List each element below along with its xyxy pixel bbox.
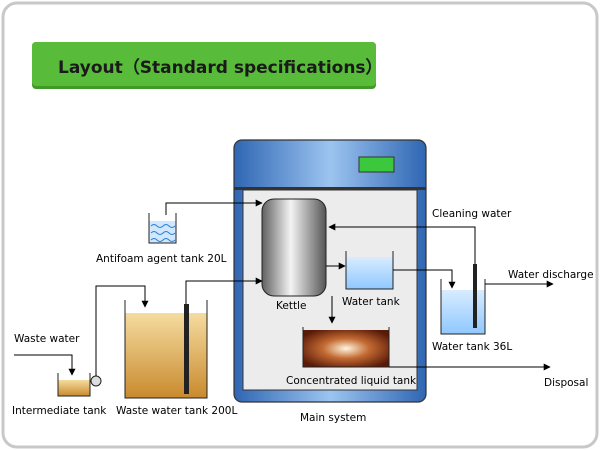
kettle: [261, 198, 327, 297]
label-waste-water: Waste water: [14, 333, 80, 345]
control-display: [358, 156, 395, 173]
label-water-tank-36l: Water tank 36L: [432, 341, 512, 353]
waste-water-tank: [124, 300, 208, 399]
inner-water-tank: [345, 251, 394, 290]
intermediate-tank: [57, 373, 102, 397]
pump-icon: [90, 375, 102, 387]
label-kettle: Kettle: [276, 300, 306, 312]
pipes: [14, 199, 554, 376]
label-main-system: Main system: [300, 412, 366, 424]
title-banner: Layout（Standard specifications）: [32, 42, 383, 89]
water-tank-36l: [440, 264, 486, 335]
label-intermediate-tank: Intermediate tank: [12, 405, 107, 417]
page-title: Layout（Standard specifications）: [58, 57, 383, 78]
antifoam-tank: [148, 213, 177, 244]
label-waste-water-tank: Waste water tank 200L: [116, 405, 237, 417]
label-disposal: Disposal: [544, 377, 588, 389]
label-water-discharge: Water discharge: [508, 269, 594, 281]
label-cleaning-water: Cleaning water: [432, 208, 512, 220]
label-antifoam-tank: Antifoam agent tank 20L: [96, 253, 227, 265]
label-concentrated-tank: Concentrated liquid tank: [286, 375, 417, 387]
concentrated-liquid-tank: [302, 327, 390, 368]
label-water-tank: Water tank: [342, 296, 401, 308]
